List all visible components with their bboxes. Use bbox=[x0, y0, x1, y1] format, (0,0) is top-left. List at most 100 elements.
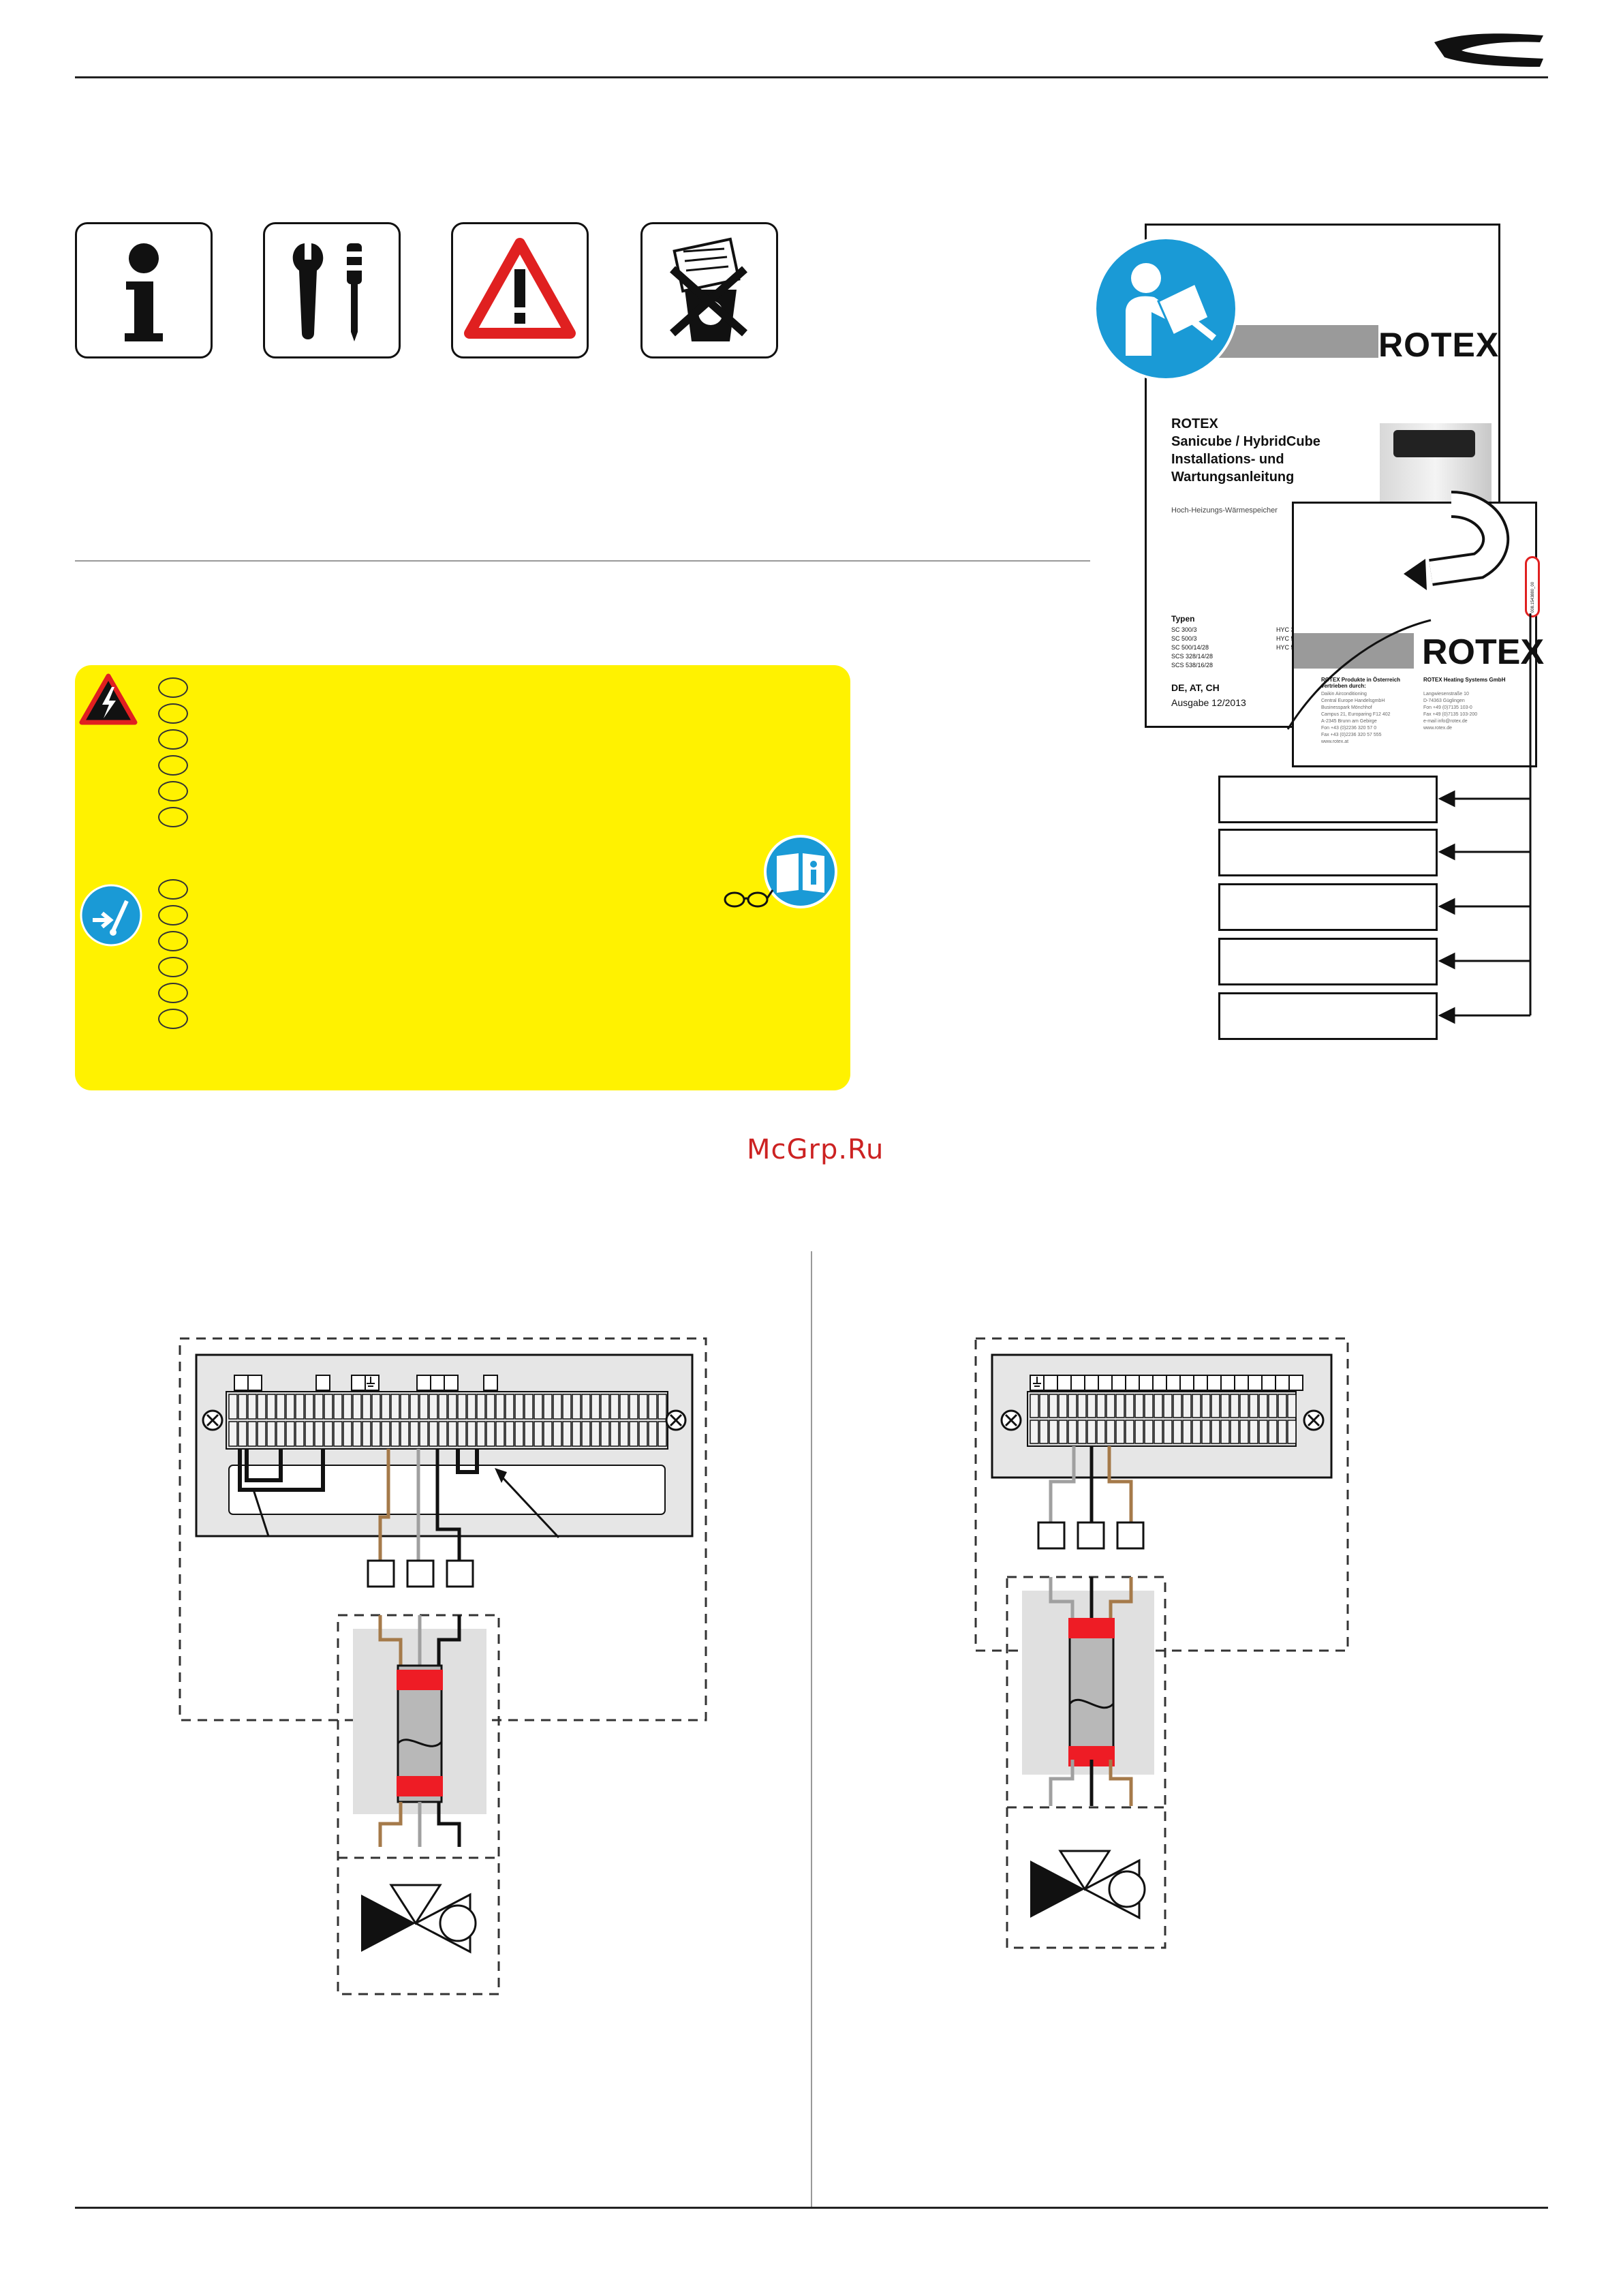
terminal-slot bbox=[572, 1394, 581, 1420]
watermark: McGrp.Ru bbox=[747, 1134, 884, 1165]
terminal-slot bbox=[1220, 1394, 1230, 1418]
terminal-slot bbox=[1077, 1394, 1087, 1418]
terminal-slot bbox=[1039, 1420, 1049, 1444]
terminal-slot bbox=[658, 1421, 667, 1447]
step-marker-9 bbox=[158, 931, 188, 951]
terminal-slot bbox=[352, 1421, 362, 1447]
step-marker-11 bbox=[158, 983, 188, 1003]
terminal-slot bbox=[1220, 1420, 1230, 1444]
terminal-tab bbox=[1288, 1375, 1303, 1391]
terminal-slot bbox=[1192, 1394, 1201, 1418]
footer-rule bbox=[75, 2207, 1548, 2209]
disconnect-power-icon bbox=[80, 884, 142, 947]
terminal-slot bbox=[1239, 1394, 1249, 1418]
step-marker-7 bbox=[158, 879, 188, 900]
manual-title-4: Wartungsanleitung bbox=[1171, 470, 1295, 485]
terminal-slot bbox=[514, 1394, 524, 1420]
terminal-tab bbox=[1057, 1375, 1072, 1391]
step-marker-8 bbox=[158, 905, 188, 925]
book-info-icon bbox=[764, 835, 837, 908]
terminal-slot bbox=[381, 1394, 390, 1420]
terminal-slot bbox=[467, 1421, 476, 1447]
ref-box-4 bbox=[1218, 938, 1438, 985]
terminal-slot bbox=[1077, 1420, 1087, 1444]
terminal-slot bbox=[495, 1421, 505, 1447]
terminal-tab bbox=[1152, 1375, 1167, 1391]
terminal-slot bbox=[324, 1394, 333, 1420]
terminal-slot bbox=[295, 1421, 305, 1447]
terminal-slot bbox=[1268, 1420, 1278, 1444]
terminal-slot bbox=[1287, 1394, 1297, 1418]
terminal-slot bbox=[1144, 1420, 1154, 1444]
ref-box-2 bbox=[1218, 829, 1438, 876]
terminal-slot bbox=[362, 1394, 371, 1420]
terminal-tab bbox=[1043, 1375, 1058, 1391]
terminal-slot bbox=[438, 1394, 448, 1420]
terminal-slot bbox=[343, 1394, 352, 1420]
terminal-slot bbox=[1258, 1420, 1268, 1444]
terminal-slot bbox=[400, 1421, 409, 1447]
terminal-slot bbox=[257, 1421, 266, 1447]
terminal-slot bbox=[266, 1421, 276, 1447]
terminal-slot bbox=[581, 1421, 591, 1447]
terminal-slot bbox=[1268, 1394, 1278, 1418]
terminal-slot bbox=[1115, 1420, 1125, 1444]
manual-type-2: SC 500/14/28 bbox=[1171, 644, 1209, 651]
manual-type-0: SC 300/3 bbox=[1171, 626, 1197, 633]
back-left-line-4: A-2345 Brunn am Gebirge bbox=[1321, 719, 1377, 724]
terminal-slot bbox=[1115, 1394, 1125, 1418]
terminal-slot bbox=[1039, 1394, 1049, 1418]
terminal-slot bbox=[1125, 1394, 1134, 1418]
wiring-diagram-left bbox=[179, 1337, 707, 1995]
terminal-slot bbox=[619, 1394, 629, 1420]
terminal-slot bbox=[1087, 1420, 1096, 1444]
terminal-slot bbox=[534, 1394, 543, 1420]
terminal-slot bbox=[276, 1394, 285, 1420]
terminal-slot bbox=[448, 1394, 457, 1420]
terminal-slot bbox=[467, 1394, 476, 1420]
terminal-tab bbox=[1111, 1375, 1126, 1391]
back-right-line-5: www.rotex.de bbox=[1423, 726, 1453, 731]
terminal-slot bbox=[228, 1421, 238, 1447]
terminal-slot bbox=[1182, 1420, 1192, 1444]
terminal-slot bbox=[476, 1394, 486, 1420]
terminal-tab bbox=[1098, 1375, 1113, 1391]
terminal-tab bbox=[1193, 1375, 1208, 1391]
terminal-slot bbox=[1087, 1394, 1096, 1418]
manual-type-1: SC 500/3 bbox=[1171, 635, 1197, 642]
terminal-slot bbox=[1239, 1420, 1249, 1444]
terminal-slot bbox=[1134, 1420, 1144, 1444]
terminal-slot bbox=[305, 1421, 314, 1447]
terminal-tab bbox=[1207, 1375, 1222, 1391]
terminal-slot bbox=[285, 1394, 295, 1420]
header-rule bbox=[75, 76, 1548, 78]
back-left-line-2: Businesspark Mönchhof bbox=[1321, 705, 1372, 710]
terminal-slot bbox=[600, 1394, 610, 1420]
terminal-tab bbox=[1261, 1375, 1276, 1391]
terminal-slot bbox=[419, 1421, 429, 1447]
terminal-slot bbox=[409, 1394, 419, 1420]
terminal-slot bbox=[419, 1394, 429, 1420]
terminal-slot bbox=[619, 1421, 629, 1447]
step-marker-2 bbox=[158, 703, 188, 724]
terminal-slot bbox=[247, 1394, 257, 1420]
back-left-line-5: Fon +43 (0)2236 320 57 0 bbox=[1321, 726, 1377, 731]
terminal-tab bbox=[1139, 1375, 1154, 1391]
glasses-icon bbox=[724, 889, 774, 908]
terminal-slot bbox=[543, 1421, 553, 1447]
terminal-slot bbox=[610, 1421, 619, 1447]
terminal-slot bbox=[1230, 1420, 1239, 1444]
electric-hazard-icon bbox=[79, 673, 138, 725]
terminal-slot bbox=[1096, 1394, 1106, 1418]
ref-box-arrows bbox=[1438, 790, 1530, 1024]
terminal-slot bbox=[1068, 1394, 1077, 1418]
manual-brand: ROTEX bbox=[1378, 326, 1500, 364]
manual-edition-1: DE, AT, CH bbox=[1171, 682, 1220, 693]
step-marker-12 bbox=[158, 1009, 188, 1029]
terminal-slot bbox=[610, 1394, 619, 1420]
step-marker-10 bbox=[158, 957, 188, 977]
terminal-slot bbox=[362, 1421, 371, 1447]
terminal-slot bbox=[581, 1394, 591, 1420]
back-brand: ROTEX bbox=[1422, 632, 1545, 672]
info-icon bbox=[75, 222, 213, 358]
